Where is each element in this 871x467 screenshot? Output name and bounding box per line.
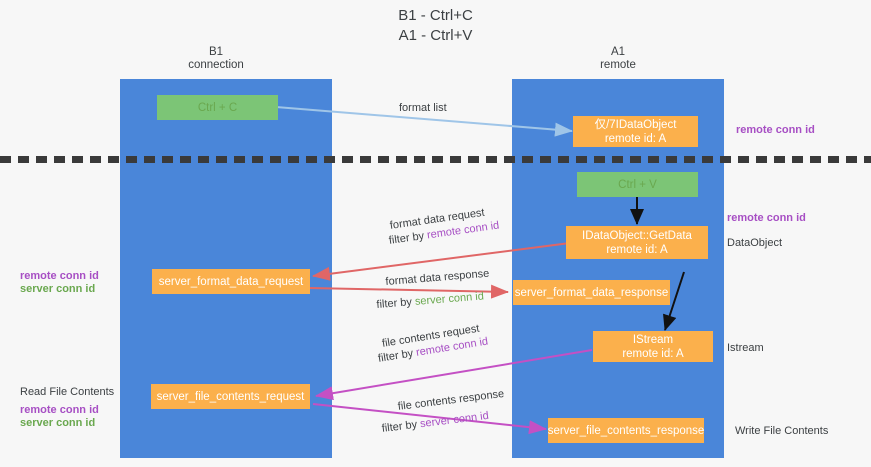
- node-server-file-contents-response[interactable]: server_file_contents_response: [548, 418, 704, 443]
- edge-label-format-data-response: format data response: [385, 267, 490, 288]
- edge-label-format-list: format list: [399, 102, 447, 114]
- node-server-file-contents-response-label: server_file_contents_response: [547, 424, 705, 437]
- node-server-format-data-request-label: server_format_data_request: [158, 275, 304, 288]
- filter-value-server-conn-id: server conn id: [414, 290, 485, 308]
- right-annotation-write-file-contents: Write File Contents: [735, 425, 829, 437]
- node-idataobject-line-1: 仅/7IDataObject: [594, 118, 677, 131]
- node-server-file-contents-request[interactable]: server_file_contents_request: [151, 384, 310, 409]
- node-istream[interactable]: IStream remote id: A: [593, 331, 713, 362]
- node-ctrl-c[interactable]: Ctrl + C: [157, 95, 278, 120]
- node-idataobject-remote[interactable]: 仅/7IDataObject remote id: A: [573, 116, 698, 147]
- left-annotation-bottom-remote-conn-id: remote conn id: [20, 404, 99, 416]
- lane-header-b1-sub: connection: [188, 59, 244, 71]
- lane-header-a1: A1 remote: [512, 46, 724, 72]
- edge-label-file-contents-response: file contents response: [397, 387, 505, 413]
- node-server-format-data-response-label: server_format_data_response: [514, 286, 669, 299]
- node-server-format-data-request[interactable]: server_format_data_request: [152, 269, 310, 294]
- node-istream-line-1: IStream: [632, 333, 674, 346]
- filter-prefix: filter by: [381, 418, 421, 435]
- left-annotation-server-conn-id: server conn id: [20, 283, 96, 295]
- filter-value-server-conn-id: server conn id: [419, 409, 490, 431]
- edge-label-format-data-response-filter: filter by server conn id: [376, 289, 484, 312]
- lane-header-b1-name: B1: [208, 46, 224, 58]
- node-server-format-data-response[interactable]: server_format_data_response: [513, 280, 670, 305]
- right-annotation-mid-remote-conn-id: remote conn id: [727, 212, 806, 224]
- node-istream-line-2: remote id: A: [622, 347, 684, 360]
- phase-divider: [0, 156, 871, 163]
- edge-label-file-contents-response-filter: filter by server conn id: [381, 409, 490, 436]
- lane-header-a1-name: A1: [610, 46, 626, 58]
- left-annotation-read-file-contents: Read File Contents: [20, 386, 115, 398]
- diagram-title: B1 - Ctrl+C A1 - Ctrl+V: [0, 6, 871, 46]
- node-ctrl-v[interactable]: Ctrl + V: [577, 172, 698, 197]
- node-server-file-contents-request-label: server_file_contents_request: [156, 390, 305, 403]
- filter-prefix: filter by: [376, 295, 416, 311]
- node-idataobject-getdata[interactable]: IDataObject::GetData remote id: A: [566, 226, 708, 259]
- lane-header-a1-sub: remote: [600, 59, 636, 71]
- node-ctrl-v-label: Ctrl + V: [618, 178, 657, 191]
- filter-prefix: filter by: [388, 229, 428, 247]
- diagram-title-line-1: B1 - Ctrl+C: [398, 7, 473, 24]
- node-ctrl-c-label: Ctrl + C: [197, 101, 238, 114]
- left-annotation-bottom-server-conn-id: server conn id: [20, 417, 96, 429]
- node-idataobject-line-2: remote id: A: [604, 132, 667, 145]
- diagram-title-line-2: A1 - Ctrl+V: [398, 27, 473, 44]
- right-annotation-top-remote-conn-id: remote conn id: [736, 124, 815, 136]
- right-annotation-dataobject: DataObject: [727, 237, 783, 249]
- right-annotation-istream: Istream: [727, 342, 764, 354]
- left-annotation-remote-conn-id: remote conn id: [20, 270, 99, 282]
- node-getdata-line-2: remote id: A: [606, 243, 668, 256]
- node-getdata-line-1: IDataObject::GetData: [582, 229, 692, 242]
- lane-header-b1: B1 connection: [120, 46, 312, 72]
